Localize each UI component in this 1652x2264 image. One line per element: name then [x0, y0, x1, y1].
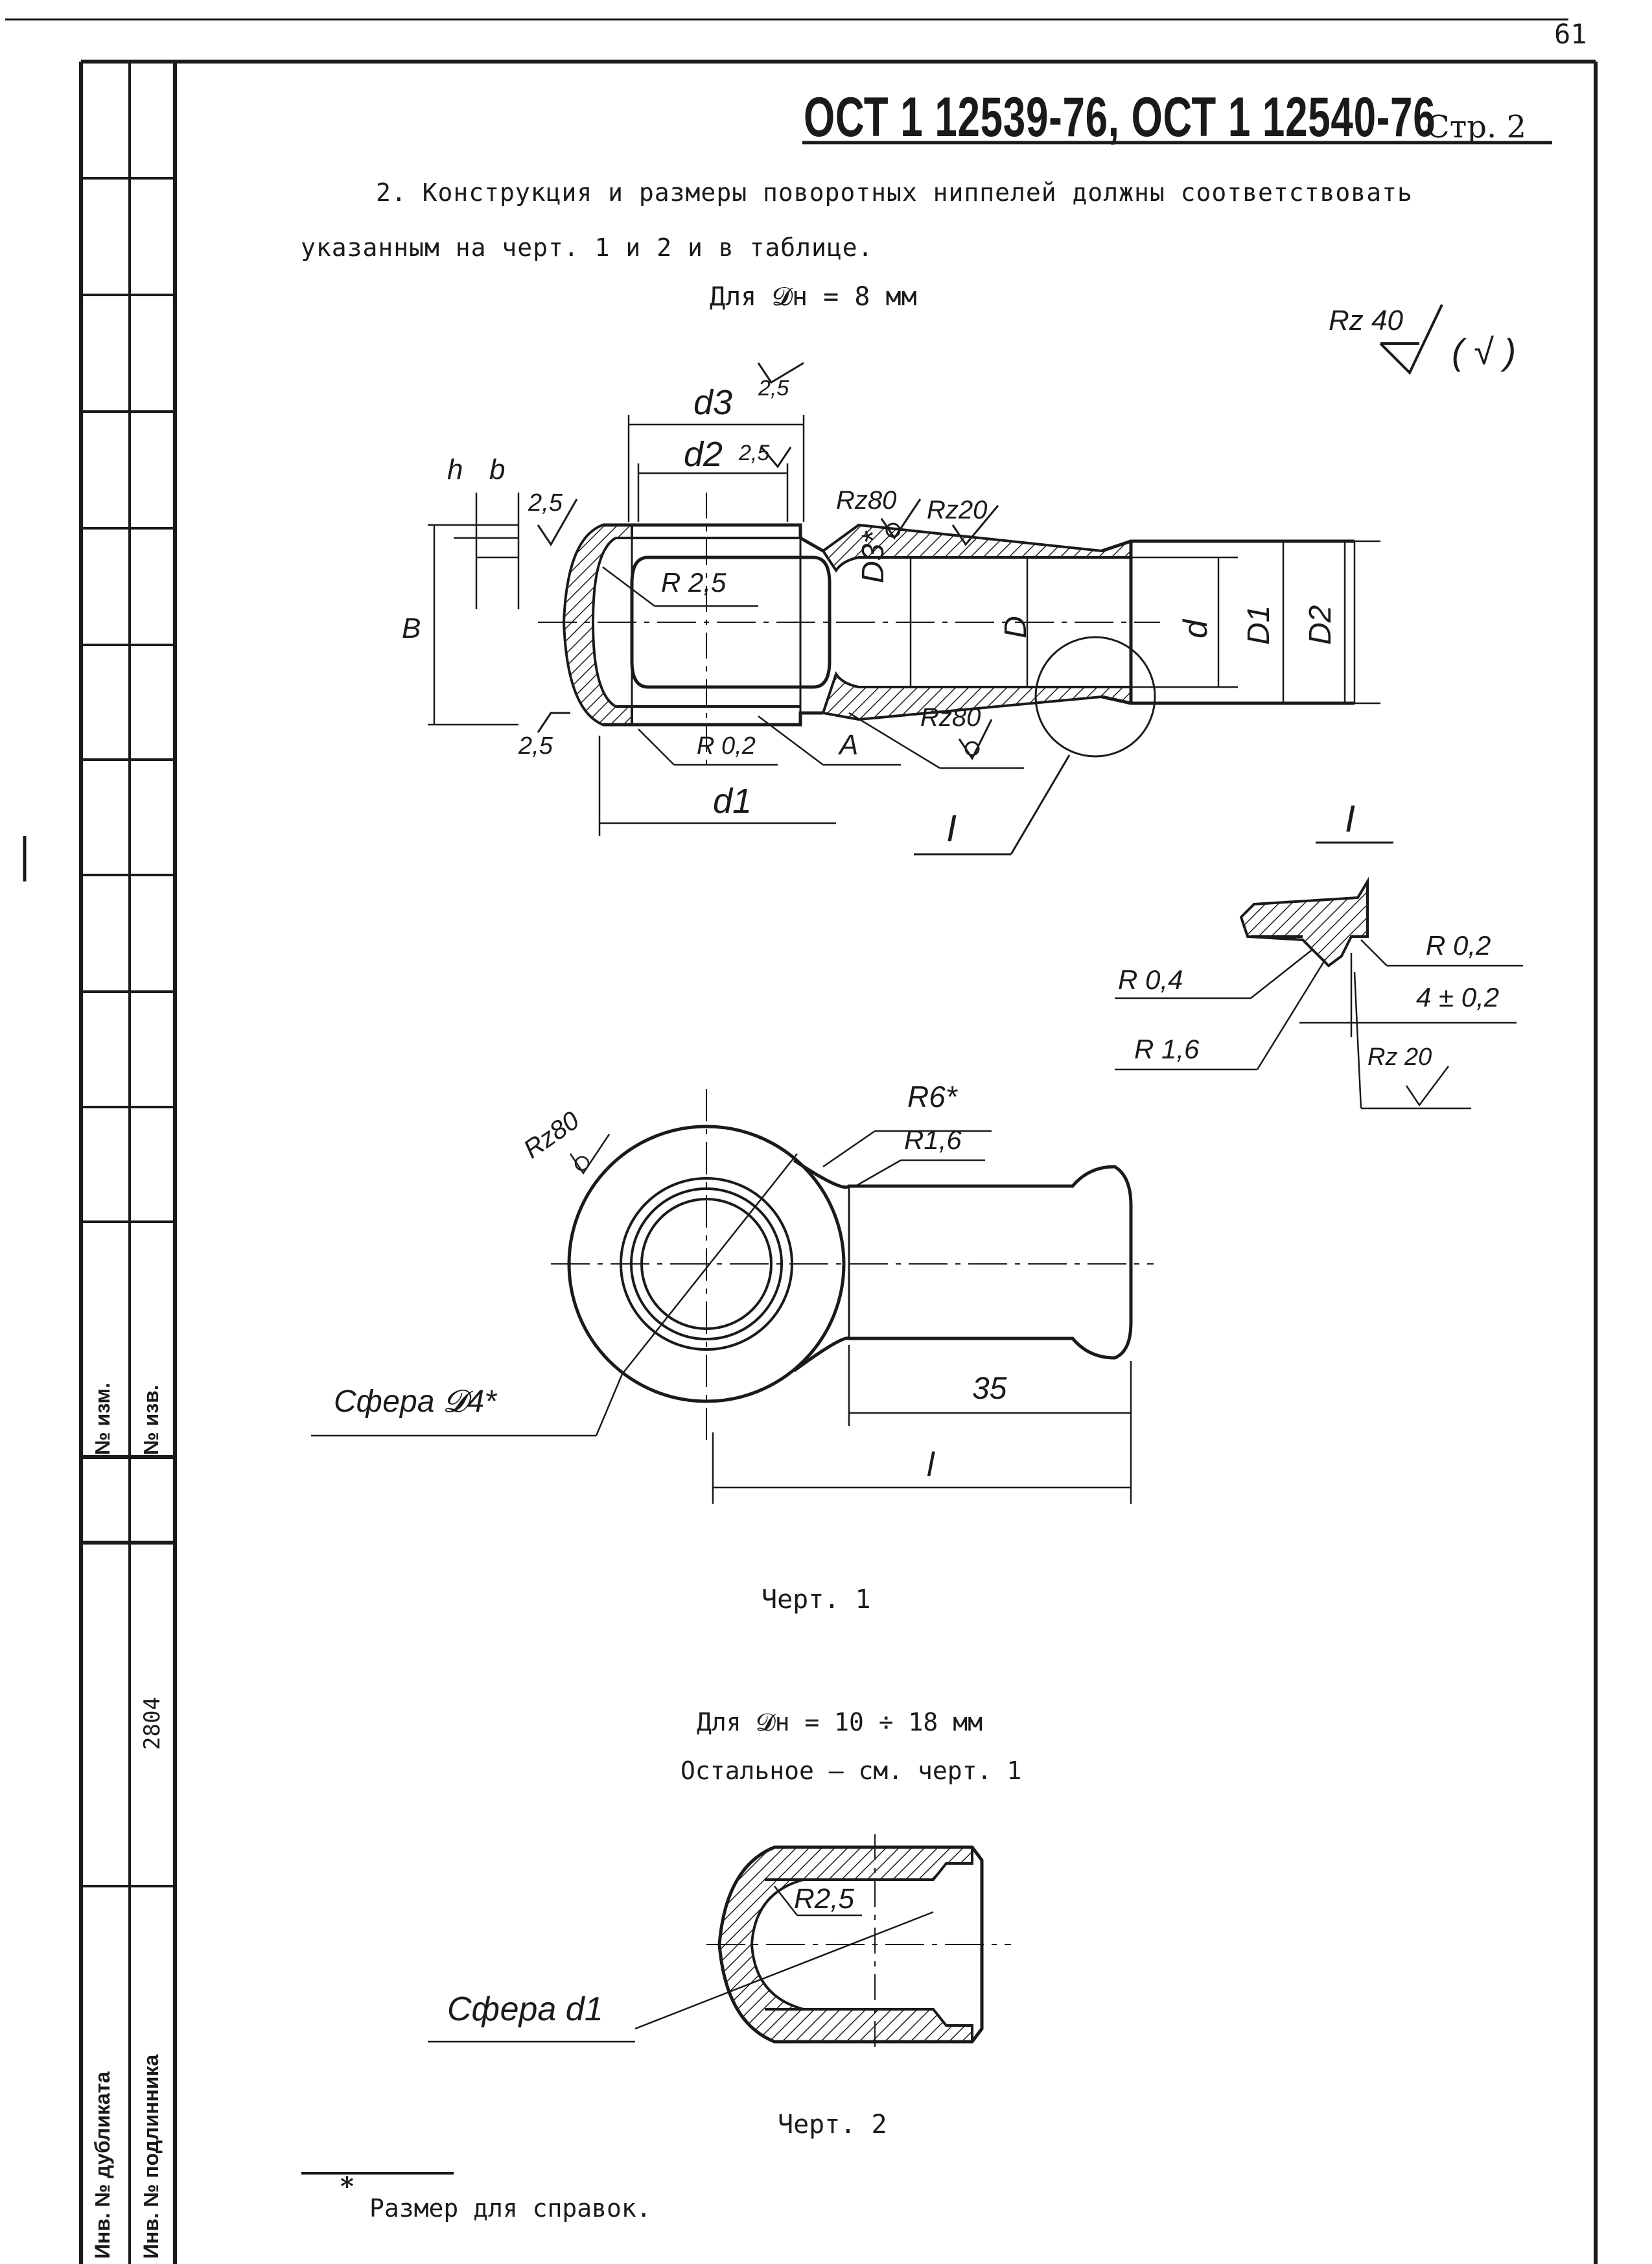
plan-sphere-D4: Сфера 𝓓4* [334, 1384, 496, 1419]
dim-D1: D1 [1242, 605, 1276, 645]
page-label: Стр. 2 [1426, 109, 1527, 145]
dim-D: D [999, 616, 1033, 638]
plan-dim-l: l [927, 1446, 935, 1484]
plan-radius-1-6: R1,6 [904, 1125, 962, 1155]
rz80-bottom: Rz80 [920, 703, 981, 732]
paragraph-line-2: указанным на черт. 1 и 2 и в таблице. [301, 233, 874, 262]
dim-D3: D3* [856, 531, 890, 583]
paragraph-line-1: 2. Конструкция и размеры поворотных нипп… [376, 178, 1413, 207]
dim-d1: d1 [713, 782, 752, 821]
fig2-note: Остальное – см. черт. 1 [681, 1756, 1022, 1785]
stamp-inv-dubl: Инв. № дубликата [91, 2071, 114, 2259]
dim-h: h [447, 454, 463, 485]
dim-b: b [489, 454, 506, 485]
detail-radius-1-6: R 1,6 [1134, 1034, 1200, 1064]
fig2-sphere-d1: Сфера d1 [447, 1990, 603, 2028]
footnote-text: Размер для справок. [369, 2194, 651, 2223]
dim-B: B [402, 613, 421, 644]
stamp-inv-podl: Инв. № подлинника [139, 2054, 163, 2259]
detail-I-title: I [1345, 798, 1356, 840]
rz80-top: Rz80 [836, 486, 897, 515]
page-number: 61 [1554, 18, 1587, 50]
feature-A: A [839, 729, 859, 761]
roughness-general-label: Rz 40 [1329, 305, 1403, 336]
fig1-condition: Для 𝓓н = 8 мм [710, 282, 917, 312]
stamp-izm: № изм. [91, 1383, 114, 1455]
detail-radius-0-4: R 0,4 [1118, 964, 1183, 995]
fig1-caption: Черт. 1 [762, 1585, 871, 1615]
detail-radius-0-2: R 0,2 [1426, 930, 1491, 961]
fig2-condition: Для 𝓓н = 10 ÷ 18 мм [697, 1708, 983, 1736]
detail-I-circle [1034, 636, 1156, 758]
rz20-top: Rz20 [927, 496, 988, 524]
detail-callout-I: I [946, 808, 957, 850]
val-2-5-top: 2,5 [758, 376, 789, 401]
radius-2-5: R 2,5 [661, 567, 727, 598]
stamp-inv-number: 2804 [139, 1697, 165, 1750]
general-roughness-symbol [1379, 304, 1443, 375]
fig1-left-wall [562, 524, 633, 726]
detail-I-view [1115, 841, 1523, 1110]
fig1-bottom-wall [821, 671, 1132, 721]
side-stamp-grid [81, 177, 175, 1887]
val-2-5-mid: 2,5 [739, 441, 770, 465]
radius-0-2: R 0,2 [697, 732, 756, 760]
sheet-frame [5, 18, 1598, 2264]
dim-d2: d2 [684, 435, 723, 474]
fig2-caption: Черт. 2 [778, 2110, 887, 2140]
fig2-section-view [428, 1834, 1011, 2055]
fig1-section-view [428, 362, 1380, 856]
detail-rz20: Rz 20 [1367, 1044, 1432, 1071]
dim-D2: D2 [1303, 605, 1338, 645]
detail-tolerance: 4 ± 0,2 [1416, 982, 1500, 1012]
plan-dim-35: 35 [972, 1371, 1007, 1406]
fig2-radius-2-5: R2,5 [794, 1883, 854, 1915]
standard-title: ОСТ 1 12539-76, ОСТ 1 12540-76 [804, 86, 1436, 148]
footnote-asterisk: * [340, 2171, 354, 2202]
roughness-paren-label: ( √ ) [1452, 331, 1517, 372]
dim-d3: d3 [693, 383, 733, 422]
dim-d-small: d [1177, 620, 1215, 638]
stamp-izv: № изв. [139, 1384, 163, 1455]
plan-radius-6: R6* [907, 1080, 957, 1114]
val-2-5-bottom: 2,5 [518, 732, 553, 760]
fig1-plan-view [311, 1089, 1154, 1504]
val-2-5-left: 2,5 [528, 489, 563, 517]
